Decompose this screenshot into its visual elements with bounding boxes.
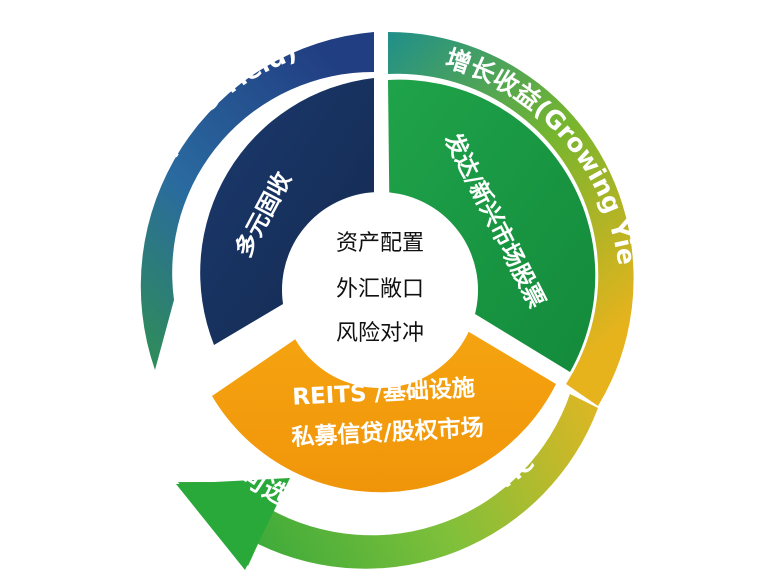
alternative-yield-ring (178, 394, 598, 569)
center-line-1: 资产配置 (336, 231, 424, 256)
core-segment (200, 78, 374, 345)
growing-segment (388, 79, 596, 373)
center-line-2: 外汇敞口 (336, 277, 424, 302)
growing-yield-ring (388, 31, 634, 406)
center-circle (282, 192, 478, 388)
core-yield-ring (140, 32, 374, 370)
center-line-3: 风险对冲 (336, 321, 424, 346)
alternative-yield-arrow-head (176, 478, 290, 570)
